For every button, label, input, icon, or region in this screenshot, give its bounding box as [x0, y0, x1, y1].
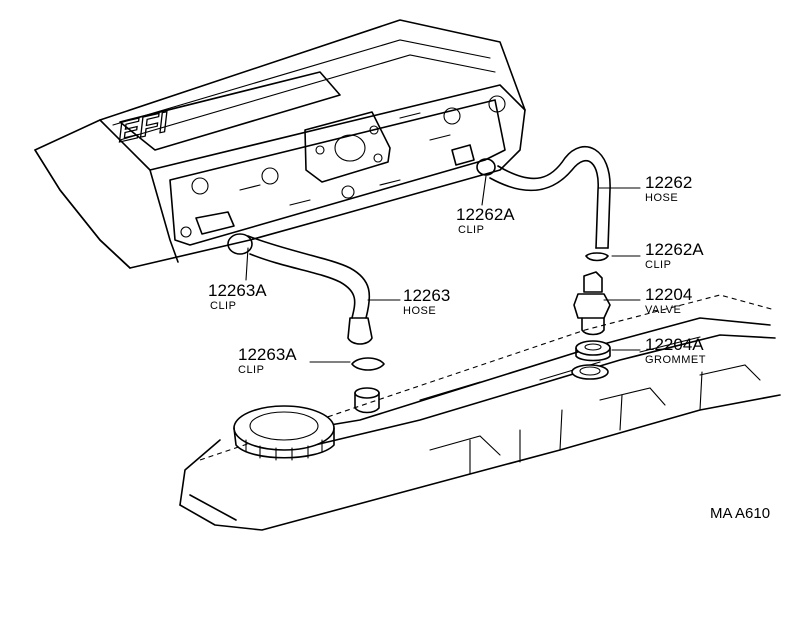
part-number: 12204A — [645, 335, 704, 354]
pcv-valve — [573, 271, 611, 336]
part-name: CLIP — [210, 300, 236, 312]
part-number: 12263A — [208, 281, 267, 300]
clip-12262A-upper-ring — [476, 158, 496, 176]
part-name: CLIP — [238, 364, 264, 376]
part-name: HOSE — [403, 305, 436, 317]
callout-grommet-12204A: 12204A GROMMET — [645, 335, 706, 366]
part-name: VALVE — [645, 304, 681, 316]
clip-12263A-upper-ring — [227, 233, 253, 255]
grommet — [575, 340, 611, 362]
part-name: HOSE — [645, 192, 678, 204]
engine-block — [179, 294, 781, 531]
head-cover: EFI — [34, 19, 526, 269]
callout-clip-12262A-upper: 12262A CLIP — [456, 205, 515, 236]
part-name: GROMMET — [645, 354, 706, 366]
clip-12262A-lower-ring — [585, 252, 609, 262]
leader-lines — [245, 175, 641, 363]
callout-clip-12262A-lower: 12262A CLIP — [645, 240, 704, 271]
part-name: CLIP — [645, 259, 671, 271]
callout-clip-12263A-upper: 12263A CLIP — [208, 281, 267, 312]
hose-12263 — [247, 235, 373, 345]
callout-hose-12262: 12262 HOSE — [645, 173, 692, 204]
part-name: CLIP — [458, 224, 484, 236]
figure-reference-code: MA A610 — [710, 505, 770, 522]
part-number: 12204 — [645, 285, 692, 304]
part-number: 12262A — [645, 240, 704, 259]
callout-valve-12204: 12204 VALVE — [645, 285, 692, 316]
clip-12263A-lower-ring — [351, 357, 385, 371]
hose-12262 — [489, 146, 611, 249]
callout-clip-12263A-lower: 12263A CLIP — [238, 345, 297, 376]
callout-hose-12263: 12263 HOSE — [403, 286, 450, 317]
part-number: 12263A — [238, 345, 297, 364]
part-number: 12263 — [403, 286, 450, 305]
part-number: 12262 — [645, 173, 692, 192]
part-number: 12262A — [456, 205, 515, 224]
